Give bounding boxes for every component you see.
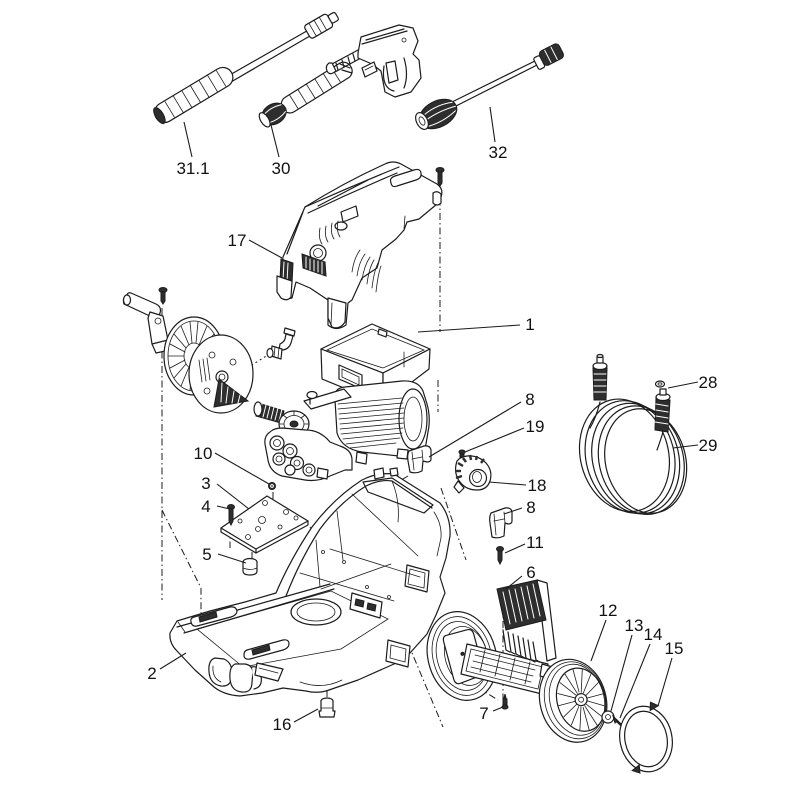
wheel-12-drawing: [538, 658, 608, 743]
outlet-elbow-drawing: [266, 327, 296, 360]
part-label-12: 12: [599, 601, 618, 620]
leader-line-5: [217, 553, 247, 564]
leader-line-32: [489, 106, 496, 143]
part-label-3: 3: [201, 474, 210, 493]
part-label-32: 32: [489, 143, 508, 162]
part-label-10: 10: [194, 444, 213, 463]
part-label-29: 29: [699, 436, 718, 455]
screw-4-drawing: [227, 504, 235, 527]
leader-line-19: [464, 427, 525, 453]
clip-8a-drawing: [407, 445, 432, 474]
nozzle-cap: [258, 102, 287, 128]
gun-trigger: [385, 60, 399, 84]
knob-18-drawing: [453, 454, 492, 494]
part-label-7: 7: [479, 704, 488, 723]
part-label-5: 5: [202, 545, 211, 564]
mounting-plate-3-drawing: [220, 495, 309, 554]
wand-coupler: [533, 43, 564, 70]
hose-29-drawing: [578, 353, 688, 515]
part-label-6: 6: [526, 563, 535, 582]
part-label-11: 11: [526, 533, 544, 552]
motor-fins: [337, 397, 405, 449]
leader-line-17: [248, 239, 283, 259]
top-cover-17-drawing: [276, 161, 443, 330]
leader-line-30: [270, 124, 280, 158]
screw-7-drawing: [501, 693, 509, 710]
o-ring-28-drawing: [654, 380, 666, 388]
screw-11-drawing: [496, 546, 504, 566]
nut-10-drawing: [268, 482, 276, 490]
part-label-8b: 8: [526, 498, 535, 517]
leader-line-18: [488, 481, 527, 486]
hose-fitting-b: [654, 388, 671, 433]
rear-wheel-drawing: [426, 611, 498, 701]
part-label-2: 2: [147, 664, 156, 683]
part-label-28: 28: [699, 373, 718, 392]
leader-line-7: [492, 706, 504, 712]
leader-line-14: [619, 643, 651, 719]
leader-line-10: [214, 452, 270, 485]
part-label-8a: 8: [525, 390, 534, 409]
wand-coupler: [304, 11, 339, 39]
leader-line-2: [159, 652, 187, 670]
spray-wand-31-1-drawing: [153, 11, 339, 125]
damper-5-drawing: [242, 557, 258, 576]
comb-teeth: [502, 629, 541, 663]
wheel-spokes: [557, 668, 605, 731]
turbo-nozzle-wand-32-drawing: [415, 43, 564, 130]
part-label-17: 17: [228, 231, 247, 250]
hose-reel-drawing: [122, 287, 254, 414]
leader-line-4: [216, 505, 231, 510]
chassis-2-drawing: [169, 467, 451, 697]
leader-line-29: [672, 444, 699, 449]
part-label-13: 13: [625, 616, 644, 635]
reel-screw: [158, 287, 168, 305]
leader-line-1: [417, 324, 521, 333]
leader-line-31-1: [183, 121, 193, 158]
washer-13-drawing: [601, 710, 615, 724]
part-label-1: 1: [525, 315, 534, 334]
leader-line-11: [504, 543, 526, 554]
leader-line-8b: [503, 507, 523, 515]
part-label-30: 30: [272, 159, 291, 178]
leader-line-13: [610, 634, 633, 712]
part-label-18: 18: [528, 476, 547, 495]
leader-line-6: [505, 575, 523, 590]
part-label-15: 15: [665, 639, 684, 658]
leader-line-12: [590, 619, 607, 662]
part-label-19: 19: [526, 417, 545, 436]
leader-line-3: [216, 483, 250, 510]
part-label-16: 16: [273, 715, 292, 734]
leader-line-16: [293, 708, 319, 723]
spray-wand-30-drawing: [258, 61, 353, 128]
cover-screw-drawing: [435, 167, 445, 187]
trigger-gun-drawing: [325, 24, 422, 98]
motor-pump-1-drawing: [253, 323, 431, 482]
leader-line-15: [657, 657, 673, 707]
part-label-31-1: 31.1: [176, 159, 209, 178]
part-label-4: 4: [201, 497, 210, 516]
part-label-14: 14: [644, 625, 663, 644]
foot-16-drawing: [318, 697, 336, 718]
leader-line-8a: [428, 401, 522, 458]
trim-ring-15-drawing: [619, 701, 673, 774]
hose-fitting-a: [592, 353, 608, 401]
leader-line-28: [667, 381, 699, 389]
